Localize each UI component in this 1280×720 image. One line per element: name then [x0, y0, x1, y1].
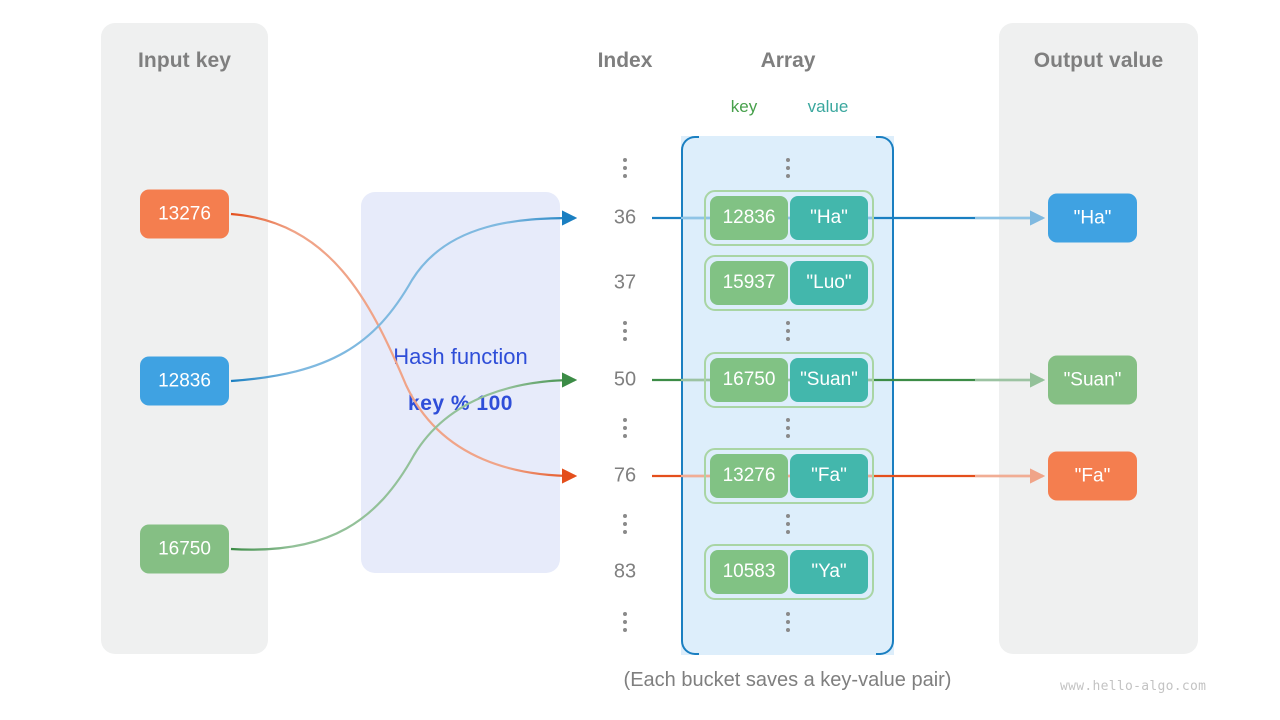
index-ellipsis-2 [618, 321, 632, 341]
array-ellipsis-3 [781, 418, 795, 438]
bucket-36-value: "Ha" [790, 196, 868, 240]
hash-function-box [361, 192, 560, 573]
value-subheading: value [807, 97, 849, 116]
array-ellipsis-top [781, 158, 795, 178]
array-ellipsis-2 [781, 321, 795, 341]
output-value-chip-ha[interactable]: "Ha" [1048, 193, 1137, 243]
index-ellipsis-4 [618, 514, 632, 534]
array-column-heading: Array [760, 49, 816, 72]
watermark: www.hello-algo.com [1060, 679, 1207, 694]
index-label-37: 37 [613, 271, 637, 294]
bucket-76-key: 13276 [710, 454, 788, 498]
output-value-chip-suan[interactable]: "Suan" [1048, 355, 1137, 405]
output-value-panel: Output value [999, 23, 1198, 654]
index-ellipsis-3 [618, 418, 632, 438]
bucket-76[interactable]: 13276 "Fa" [704, 448, 874, 504]
index-ellipsis-bottom [618, 612, 632, 632]
key-subheading: key [730, 97, 758, 116]
bucket-83-value: "Ya" [790, 550, 868, 594]
bucket-83-key: 10583 [710, 550, 788, 594]
index-label-36: 36 [613, 206, 637, 229]
bucket-76-value: "Fa" [790, 454, 868, 498]
input-key-chip-16750[interactable]: 16750 [140, 524, 229, 574]
index-label-50: 50 [613, 368, 637, 391]
input-key-panel-title: Input key [137, 49, 232, 72]
index-label-76: 76 [613, 464, 637, 487]
input-key-chip-13276[interactable]: 13276 [140, 189, 229, 239]
bucket-37-value: "Luo" [790, 261, 868, 305]
output-value-panel-title: Output value [1033, 49, 1164, 72]
bucket-50-value: "Suan" [790, 358, 868, 402]
index-column-heading: Index [597, 49, 653, 72]
index-label-83: 83 [613, 560, 637, 583]
output-value-chip-fa[interactable]: "Fa" [1048, 451, 1137, 501]
diagram-caption: (Each bucket saves a key-value pair) [623, 669, 952, 691]
bucket-37-key: 15937 [710, 261, 788, 305]
index-ellipsis-top [618, 158, 632, 178]
bucket-36-key: 12836 [710, 196, 788, 240]
hash-function-label: Hash function [393, 344, 528, 369]
array-ellipsis-bottom [781, 612, 795, 632]
bucket-37[interactable]: 15937 "Luo" [704, 255, 874, 311]
bucket-50[interactable]: 16750 "Suan" [704, 352, 874, 408]
hash-function-formula: key % 100 [408, 392, 513, 415]
input-key-chip-12836[interactable]: 12836 [140, 356, 229, 406]
bucket-50-key: 16750 [710, 358, 788, 402]
array-ellipsis-4 [781, 514, 795, 534]
bucket-83[interactable]: 10583 "Ya" [704, 544, 874, 600]
bucket-36[interactable]: 12836 "Ha" [704, 190, 874, 246]
